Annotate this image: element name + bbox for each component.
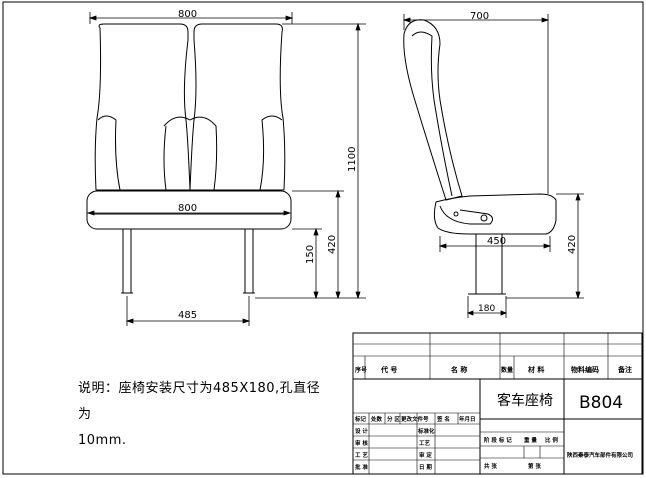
side-depth-label: 700 [470, 11, 489, 22]
front-seat-height-label: 420 [327, 235, 338, 254]
side-seat-depth-label: 450 [487, 236, 506, 247]
role-right-1: 工艺 [419, 439, 431, 447]
leg-left [122, 228, 132, 294]
role-0: 设 计 [355, 427, 368, 435]
lower-pad-right [259, 115, 283, 191]
header-seq: 序号 [354, 366, 367, 374]
leg-right [244, 228, 254, 294]
front-dimensions [86, 12, 366, 326]
header-material: 材 料 [527, 365, 544, 374]
header-part-code: 物料编码 [571, 365, 599, 374]
revision-row: 标记 处数 分 区 更改文件号 签 名 年月日 [354, 415, 476, 423]
approval-roles: 设 计 审 核 工 艺 批 准 标准化 工艺 审 定 日 期 [355, 427, 435, 471]
header-remark: 备注 [617, 365, 632, 374]
lower-pad-left [97, 115, 121, 191]
mark-cell-1: 处数 [370, 415, 383, 423]
drawing-number: B804 [579, 393, 623, 413]
side-seat-height-label: 420 [567, 235, 578, 254]
note-line-2: 10mm. [78, 433, 127, 448]
side-view [403, 19, 557, 295]
side-backrest [403, 19, 463, 201]
side-base-width-label: 180 [478, 304, 495, 314]
mark-cell-2: 分 区 [387, 415, 400, 423]
front-height-label: 1100 [347, 147, 358, 172]
company-name: 陕西秦泰汽车部件有限公司 [567, 451, 633, 459]
installation-note: 说明：座椅安装尺寸为485X180,孔直径为 10mm. [78, 376, 328, 454]
lower-pad-mid [163, 116, 218, 191]
role-right-0: 标准化 [417, 427, 435, 435]
role-right-3: 日 期 [419, 463, 432, 471]
pivot-bolt [480, 214, 488, 222]
mark-cell-0: 标记 [354, 415, 367, 423]
role-2: 工 艺 [355, 451, 368, 459]
stage-cell-1: 重 量 [524, 436, 537, 444]
front-mount-spacing-label: 485 [178, 310, 197, 321]
mark-cell-3: 更改文件号 [401, 415, 429, 423]
front-top-width-label: 800 [178, 9, 197, 20]
role-1: 审 核 [355, 439, 368, 447]
front-leg-height-label: 150 [305, 245, 316, 264]
stage-row: 阶 段 标 记 重 量 比 例 共 张 第 张 [484, 436, 558, 470]
header-name: 名 称 [451, 365, 467, 374]
title-block [352, 332, 643, 475]
backrest-left-cushion [94, 23, 191, 191]
stage-cell-0: 阶 段 标 记 [484, 436, 512, 444]
backrest-right-cushion [189, 23, 286, 191]
side-seat [433, 193, 557, 235]
header-code: 代 号 [380, 365, 397, 374]
mark-cell-4: 签 名 [436, 415, 450, 423]
header-qty: 数量 [501, 366, 513, 374]
seat-cushion [86, 190, 292, 230]
sheet-total: 共 张 [484, 462, 497, 470]
role-3: 批 准 [355, 463, 368, 471]
mark-cell-5: 年月日 [459, 415, 476, 423]
stage-cell-2: 比 例 [545, 436, 558, 444]
note-line-1: 说明：座椅安装尺寸为485X180,孔直径为 [78, 381, 321, 422]
side-dimensions [402, 14, 584, 318]
drawing-name: 客车座椅 [497, 392, 553, 409]
role-right-2: 审 定 [419, 451, 432, 459]
front-view [86, 23, 292, 294]
sheet-current: 第 张 [528, 462, 541, 470]
front-seat-width-label: 800 [178, 203, 197, 214]
